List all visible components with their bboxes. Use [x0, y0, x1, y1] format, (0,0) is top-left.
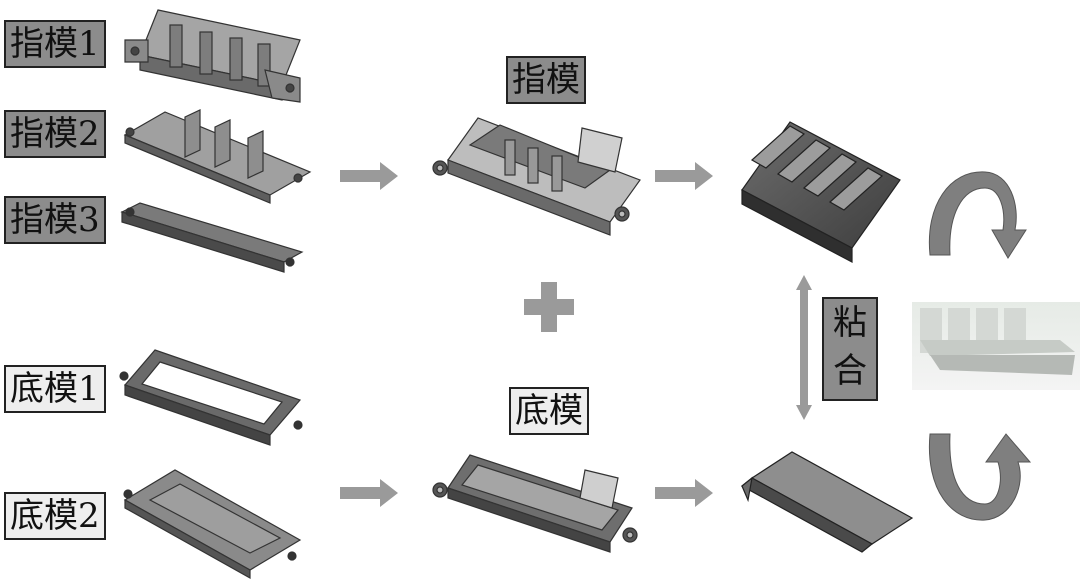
- rotation-arrow-top-icon: [928, 171, 1027, 259]
- finger-mold-3-part: [120, 202, 304, 273]
- base-mold-title: 底模: [509, 387, 589, 435]
- finger-mold-3-label: 指模3: [4, 196, 106, 244]
- base-mold-1-part: [119, 349, 303, 446]
- bond-double-arrow: [796, 275, 812, 420]
- bonded-result-photo: [912, 302, 1080, 390]
- finger-mold-assembly-part: [432, 117, 641, 236]
- base-result-part: [740, 451, 914, 553]
- arrow-base-assembly-to-result: [655, 479, 713, 507]
- base-mold-2-label: 底模2: [4, 492, 106, 540]
- arrow-finger-to-assembly: [340, 162, 398, 190]
- finger-mold-title: 指模: [506, 56, 586, 104]
- finger-mold-2-label: 指模2: [4, 110, 106, 158]
- base-mold-2-part: [123, 469, 302, 580]
- finger-mold-2-part: [123, 109, 312, 204]
- finger-mold-1-label: 指模1: [4, 20, 106, 68]
- base-mold-assembly-part: [432, 454, 638, 553]
- finger-mold-1-part: [124, 9, 301, 103]
- rotation-arrow-bottom-icon: [928, 433, 1032, 521]
- finger-result-part: [741, 121, 901, 263]
- bond-label-char-1: 粘: [833, 303, 867, 343]
- bond-label: 粘 合: [822, 297, 878, 401]
- arrow-base-to-assembly: [340, 479, 398, 507]
- arrow-finger-assembly-to-result: [655, 162, 713, 190]
- plus-icon: [524, 282, 574, 332]
- base-mold-1-label: 底模1: [4, 365, 106, 413]
- bond-label-char-2: 合: [833, 351, 867, 391]
